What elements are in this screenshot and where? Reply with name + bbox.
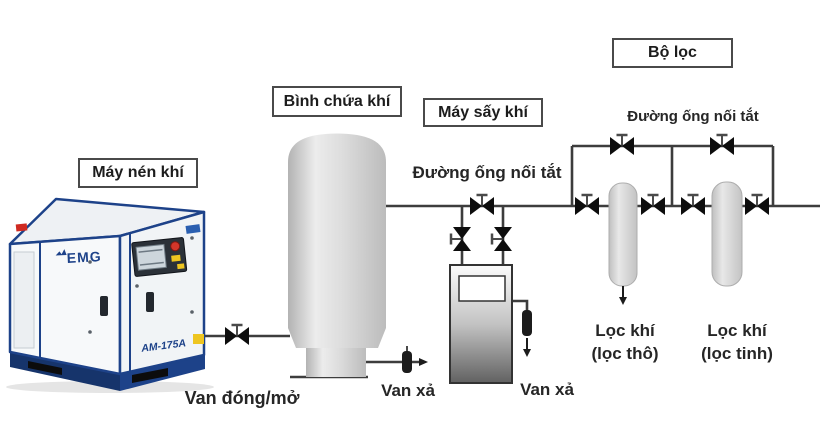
compressor-brand-text: EMG (66, 248, 102, 266)
door-handle (146, 292, 154, 312)
dryer-window (458, 275, 506, 302)
tank-drain-valve-icon (402, 351, 412, 373)
label-filter-coarse-line2: (lọc thô) (591, 343, 659, 363)
filter-fine-outlet-valve-icon (743, 193, 771, 217)
label-onoff-valve: Van đóng/mở (184, 388, 300, 408)
label-bypass-dryer: Đường ống nối tắt (412, 163, 562, 182)
label-filter-coarse: Lọc khí (lọc thô) (591, 320, 658, 366)
warning-sticker (171, 254, 181, 262)
label-tank-drain: Van xả (381, 381, 435, 400)
warning-label-red (15, 223, 28, 232)
screw (135, 284, 139, 288)
dryer-inlet-valve-icon (449, 225, 473, 253)
drains (402, 286, 627, 373)
label-tank: Bình chứa khí (272, 86, 402, 117)
filter-coarse-inlet-valve-icon (573, 193, 601, 217)
air-tank-vessel (288, 133, 386, 377)
label-filter-coarse-line1: Lọc khí (595, 321, 655, 340)
emg-logo: EMG (55, 248, 102, 266)
filter-vessels (608, 181, 743, 287)
label-compressor: Máy nén khí (78, 158, 198, 188)
base-vent (28, 361, 62, 375)
label-filter-fine-line2: (lọc tinh) (701, 343, 773, 363)
filter-fine-inlet-valve-icon (679, 193, 707, 217)
tank-pedestal (306, 348, 366, 377)
display-line (139, 261, 164, 266)
warning-sticker (177, 263, 185, 270)
bypass-valve-2-icon (708, 133, 736, 157)
sticker-yellow (193, 334, 204, 344)
screw (88, 330, 92, 334)
dryer-drain-arrow-icon (523, 349, 531, 357)
filter-coarse-vessel (608, 182, 638, 287)
air-compressor-photo: EMG AM-175A (6, 197, 214, 393)
side-vent-grille (13, 251, 35, 349)
label-bypass-filter: Đường ống nối tắt (627, 108, 759, 125)
label-filter-unit: Bộ lọc (612, 38, 733, 68)
pipe-dryer-drain (512, 299, 529, 311)
label-dryer: Máy sấy khí (423, 98, 543, 127)
base-vent (132, 368, 168, 383)
door-handle (100, 296, 108, 316)
filter-drain-arrow-icon (619, 297, 627, 305)
filter-fine-vessel (711, 181, 743, 287)
emergency-stop-button (170, 241, 181, 252)
air-dryer-unit (449, 264, 513, 384)
screw (190, 310, 194, 314)
label-filter-fine: Lọc khí (lọc tinh) (701, 320, 773, 366)
compressor-model-text: AM-175A (140, 337, 187, 355)
bypass-valve-1-icon (608, 133, 636, 157)
compressor-base-left (10, 352, 120, 391)
screw (88, 260, 92, 264)
display-line (138, 248, 163, 253)
emg-logo-icon (55, 249, 67, 256)
filter-coarse-outlet-valve-icon (639, 193, 667, 217)
tank-drain-arrow-icon (419, 358, 428, 366)
screw (190, 236, 194, 240)
brand-sticker-blue (185, 224, 201, 234)
dryer-outlet-valve-icon (490, 225, 514, 253)
control-panel (131, 237, 188, 277)
tank-body (288, 133, 386, 348)
onoff-valve-icon (223, 323, 251, 347)
control-display (135, 243, 167, 271)
dryer-drain-valve-icon (522, 310, 532, 336)
label-dryer-drain: Van xả (520, 380, 574, 399)
label-filter-fine-line1: Lọc khí (707, 321, 767, 340)
dryer-bypass-valve-icon (468, 193, 496, 217)
